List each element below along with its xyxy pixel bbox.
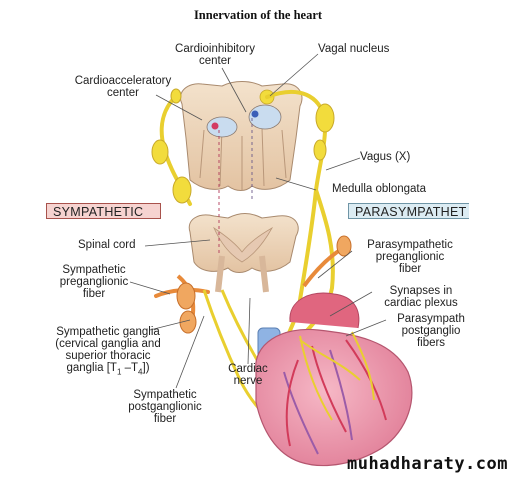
vagus-ganglia [313,103,335,161]
vagal-nucleus-dot [251,110,259,118]
parasympathetic-box: PARASYMPATHET [348,203,469,219]
label-cardioinhibitory-center: Cardioinhibitory center [150,43,280,67]
label-sym-pre-line2: preganglionic [59,276,129,288]
label-parasympathetic-postganglionic-fibers: Parasympath postganglio fibers [386,313,476,349]
label-sym-post-line1: Sympathetic [133,389,197,401]
spinal-cord [188,213,299,293]
medulla-oblongata [180,81,303,191]
parasympathetic-ganglion [336,235,352,257]
label-para-pre-line1: Parasympathetic [367,239,453,251]
label-sym-pre-line1: Sympathetic [62,264,126,276]
label-cardiac-nerve-line1: Cardiac [228,363,268,375]
label-cardioinhibitory-line1: Cardioinhibitory [175,43,255,55]
label-cardioinhibitory-line2: center [199,55,231,67]
label-sympathetic-ganglia: Sympathetic ganglia (cervical ganglia an… [28,326,188,378]
label-para-post-line3: fibers [416,337,446,349]
label-cardiac-nerve: Cardiac nerve [218,363,278,387]
ganglia-close: ]) [142,362,150,374]
label-cardiac-nerve-line2: nerve [233,375,263,387]
label-vagus: Vagus (X) [360,151,411,163]
label-sym-ganglia-line1: Sympathetic ganglia [56,326,160,338]
sympathetic-ganglia-upper [151,88,192,204]
ganglia-sub-1: 1 [116,367,122,377]
label-synapses-cardiac-plexus: Synapses in cardiac plexus [366,285,476,309]
label-sym-pre-line3: fiber [82,288,106,300]
cardioacceleratory-dot [211,122,219,130]
label-para-pre-line3: fiber [398,263,422,275]
sympathetic-ganglia-lower [154,274,210,334]
coronary-arteries [285,339,387,447]
label-para-pre-line2: preganglionic [375,251,445,263]
label-sym-ganglia-line4: ganglia [T1 –T4]) [28,362,188,378]
label-synapses-line1: Synapses in [389,285,453,297]
label-synapses-line2: cardiac plexus [384,297,458,309]
label-para-post-line1: Parasympath [397,313,465,325]
label-sym-ganglia-line3: superior thoracic [65,350,151,362]
label-spinal-cord: Spinal cord [78,239,136,251]
heart [255,292,413,467]
label-sympathetic-postganglionic-fiber: Sympathetic postganglionic fiber [110,389,220,425]
parasympathetic-preganglionic-path [302,248,342,288]
label-parasympathetic-preganglionic-fiber: Parasympathetic preganglionic fiber [350,239,470,275]
leader-lines [129,53,387,389]
label-sym-ganglia-line2: (cervical ganglia and [55,338,161,350]
label-cardioacceleratory-line1: Cardioacceleratory [74,75,172,87]
label-cardioacceleratory-line2: center [107,87,139,99]
cardiac-plexus-fibers [299,331,375,421]
label-sym-post-line3: fiber [153,413,177,425]
diagram-title: Innervation of the heart [193,8,323,22]
ganglia-sub-4: 4 [138,367,143,377]
cardiac-veins [283,349,353,455]
label-vagal-nucleus: Vagal nucleus [318,43,390,55]
label-medulla-oblongata: Medulla oblongata [332,183,426,195]
ganglia-dash: –T [121,362,139,374]
ganglia-text: ganglia [T [66,362,117,374]
label-sym-post-line2: postganglionic [128,401,202,413]
sympathetic-box: SYMPATHETIC [46,203,161,219]
label-para-post-line2: postganglio [401,325,461,337]
label-sympathetic-preganglionic-fiber: Sympathetic preganglionic fiber [44,264,144,300]
aortic-arch [289,292,360,329]
watermark: muhadharaty.com [346,454,508,474]
label-cardioacceleratory-center: Cardioacceleratory center [58,75,188,99]
